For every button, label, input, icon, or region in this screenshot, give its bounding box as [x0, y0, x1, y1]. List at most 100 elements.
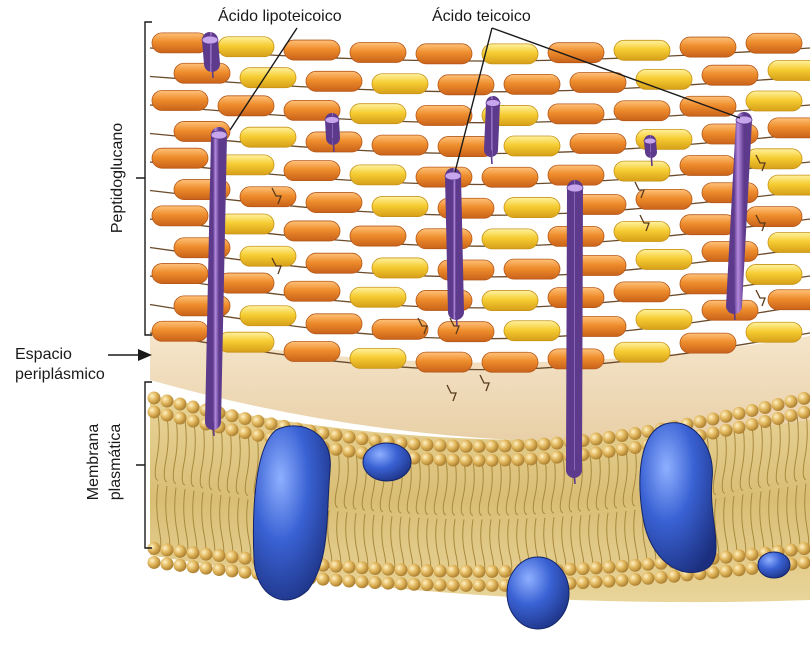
glycan-sugar — [152, 321, 208, 341]
phospholipid-head — [187, 415, 200, 428]
phospholipid-head — [213, 563, 226, 576]
phospholipid-head — [655, 571, 668, 584]
phospholipid-head — [447, 453, 460, 466]
glycan-sugar — [702, 183, 758, 203]
glycan-sugar — [504, 321, 560, 341]
glycan-sugar — [482, 44, 538, 64]
glycan-sugar — [284, 342, 340, 362]
glycan-sugar — [416, 229, 472, 249]
phospholipid-head — [434, 578, 447, 591]
phospholipid-head — [499, 440, 512, 453]
peptide-bond — [756, 290, 765, 306]
phospholipid-head — [642, 572, 655, 585]
phospholipid-head — [174, 412, 187, 425]
glycan-sugar — [438, 75, 494, 95]
glycan-sugar — [680, 155, 736, 175]
phospholipid-head — [590, 433, 603, 446]
glycan-sugar — [152, 148, 208, 168]
glycan-sugar — [702, 65, 758, 85]
phospholipid-head — [746, 548, 759, 561]
teichoic-acid-stub-cap — [202, 36, 218, 44]
phospholipid-head — [473, 565, 486, 578]
glycan-sugar — [372, 135, 428, 155]
glycan-sugar — [504, 136, 560, 156]
glycan-sugar — [218, 214, 274, 234]
glycan-sugar — [482, 167, 538, 187]
glycan-sugar — [152, 33, 208, 53]
phospholipid-head — [356, 432, 369, 445]
phospholipid-head — [187, 401, 200, 414]
phospholipid-head — [434, 453, 447, 466]
phospholipid-head — [577, 576, 590, 589]
glycan-sugar — [350, 42, 406, 62]
phospholipid-head — [460, 454, 473, 467]
phospholipid-head — [798, 556, 810, 569]
phospholipid-head — [733, 407, 746, 420]
glycan-sugar — [350, 165, 406, 185]
phospholipid-head — [421, 578, 434, 591]
phospholipid-head — [525, 438, 538, 451]
lipoteichoic-acid-rod-cap — [211, 131, 227, 139]
phospholipid-head — [473, 454, 486, 467]
glycan-sugar — [614, 282, 670, 302]
phospholipid-head — [798, 406, 810, 419]
glycan-sugar — [284, 221, 340, 241]
plasma-membrane-label-line2: plasmática — [107, 424, 125, 500]
phospholipid-head — [265, 417, 278, 430]
phospholipid-head — [200, 562, 213, 575]
glycan-sugar — [614, 161, 670, 181]
phospholipid-head — [356, 561, 369, 574]
phospholipid-head — [551, 437, 564, 450]
phospholipid-head — [148, 556, 161, 569]
phospholipid-head — [382, 577, 395, 590]
phospholipid-head — [161, 543, 174, 556]
phospholipid-head — [720, 410, 733, 423]
teichoic-acid-stub — [491, 103, 493, 150]
glycan-sugar — [306, 253, 362, 273]
phospholipid-head — [499, 565, 512, 578]
phospholipid-head — [343, 560, 356, 573]
glycan-sugar — [636, 189, 692, 209]
glycan-sugar — [768, 175, 810, 195]
glycan-sugar — [548, 43, 604, 63]
phospholipid-head — [733, 421, 746, 434]
glycan-sugar — [614, 101, 670, 121]
phospholipid-head — [785, 409, 798, 422]
phospholipid-head — [759, 401, 772, 414]
plasma-membrane-bracket — [136, 382, 152, 548]
phospholipid-head — [460, 565, 473, 578]
phospholipid-head — [629, 559, 642, 572]
glycan-sugar — [746, 33, 802, 53]
glycan-sugar — [482, 291, 538, 311]
phospholipid-head — [746, 418, 759, 431]
phospholipid-head — [226, 550, 239, 563]
phospholipid-head — [356, 575, 369, 588]
phospholipid-head — [538, 452, 551, 465]
glycan-sugar — [350, 104, 406, 124]
plasma-membrane-label-line1: Membrana — [85, 424, 103, 500]
teichoic-acid-stub-tail — [491, 150, 492, 164]
lipoteichoic-acid-rod — [574, 188, 575, 470]
phospholipid-head — [733, 549, 746, 562]
glycan-sugar — [570, 73, 626, 93]
glycan-sugar — [174, 63, 230, 83]
glycan-sugar — [152, 206, 208, 226]
teichoic-acid-rod — [453, 176, 456, 312]
phospholipid-head — [746, 404, 759, 417]
glycan-sugar — [416, 352, 472, 372]
phospholipid-head — [707, 427, 720, 440]
lipoteichoic-acid-rod-tail — [574, 470, 575, 484]
phospholipid-head — [460, 579, 473, 592]
teichoic-acid-rod-tail — [734, 306, 735, 320]
glycan-sugar — [504, 259, 560, 279]
phospholipid-head — [603, 561, 616, 574]
glycan-sugar — [284, 40, 340, 60]
phospholipid-head — [486, 579, 499, 592]
glycan-sugar — [768, 232, 810, 252]
glycan-sugar — [306, 193, 362, 213]
phospholipid-head — [616, 574, 629, 587]
glycan-sugar — [350, 226, 406, 246]
phospholipid-head — [616, 443, 629, 456]
